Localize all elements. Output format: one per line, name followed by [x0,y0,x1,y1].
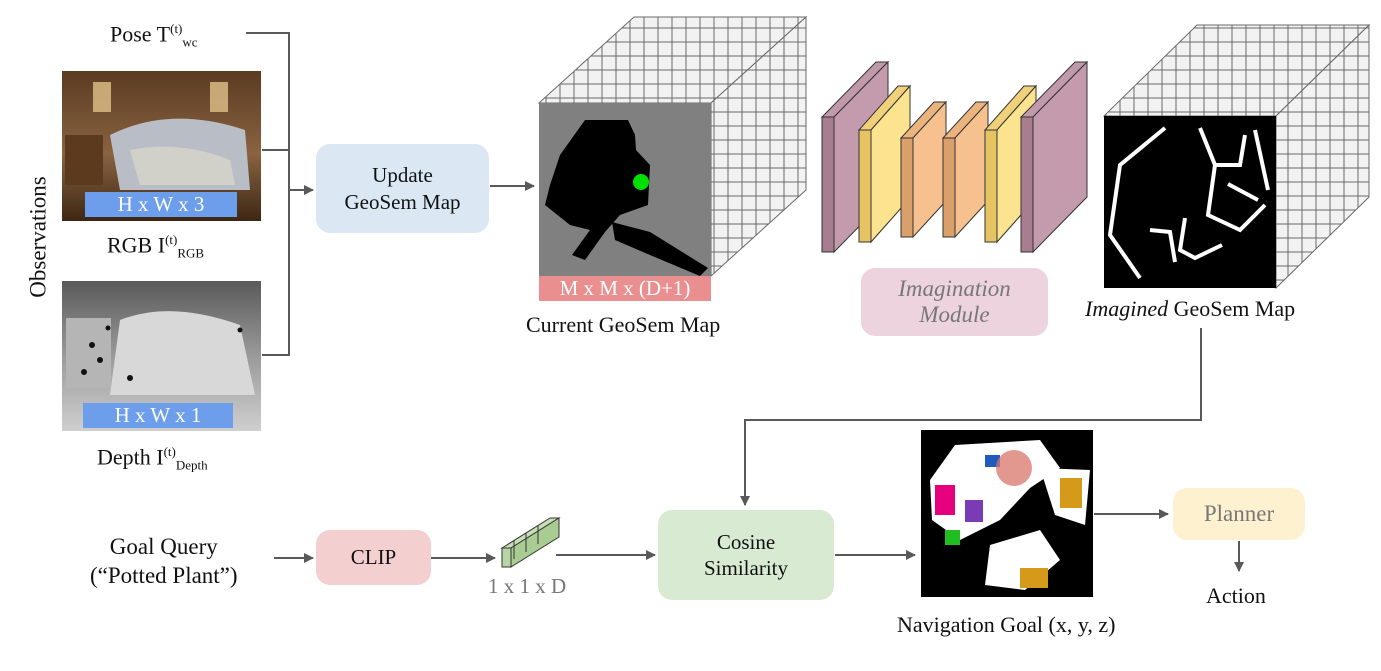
pose-label: Pose T(t)wc [110,21,198,50]
depth-dimension-tag: H x W x 1 [83,403,233,428]
observations-label: Observations [25,176,51,298]
imagined-map-image [1104,116,1276,288]
planner-box: Planner [1173,488,1305,540]
current-map-cube [537,15,808,278]
connectors [246,32,1244,572]
action-label: Action [1206,583,1266,608]
depth-caption: Depth I(t)Depth [97,444,208,473]
goal-region-marker [996,450,1032,486]
current-map-dimension-tag: M x M x (D+1) [539,276,711,301]
rgb-dimension-tag: H x W x 3 [85,192,237,217]
current-map-caption: Current GeoSem Map [526,312,721,337]
goal-query-label: Goal Query (“Potted Plant”) [90,534,238,588]
navigation-goal-caption: Navigation Goal (x, y, z) [897,612,1116,637]
navigation-goal-map [921,430,1093,597]
rgb-caption: RGB I(t)RGB [107,232,205,261]
imagination-layers [820,60,1089,254]
imagined-map-caption: Imagined GeoSem Map [1085,296,1296,321]
arrow-imagined-to-cosine [740,328,1202,506]
imagined-map-cube [1102,23,1371,290]
embedding-vector [500,517,561,568]
observation-bracket [246,32,290,356]
agent-position-marker [633,174,649,190]
clip-box: CLIP [316,530,431,585]
embedding-dimension-label: 1 x 1 x D [488,574,567,598]
